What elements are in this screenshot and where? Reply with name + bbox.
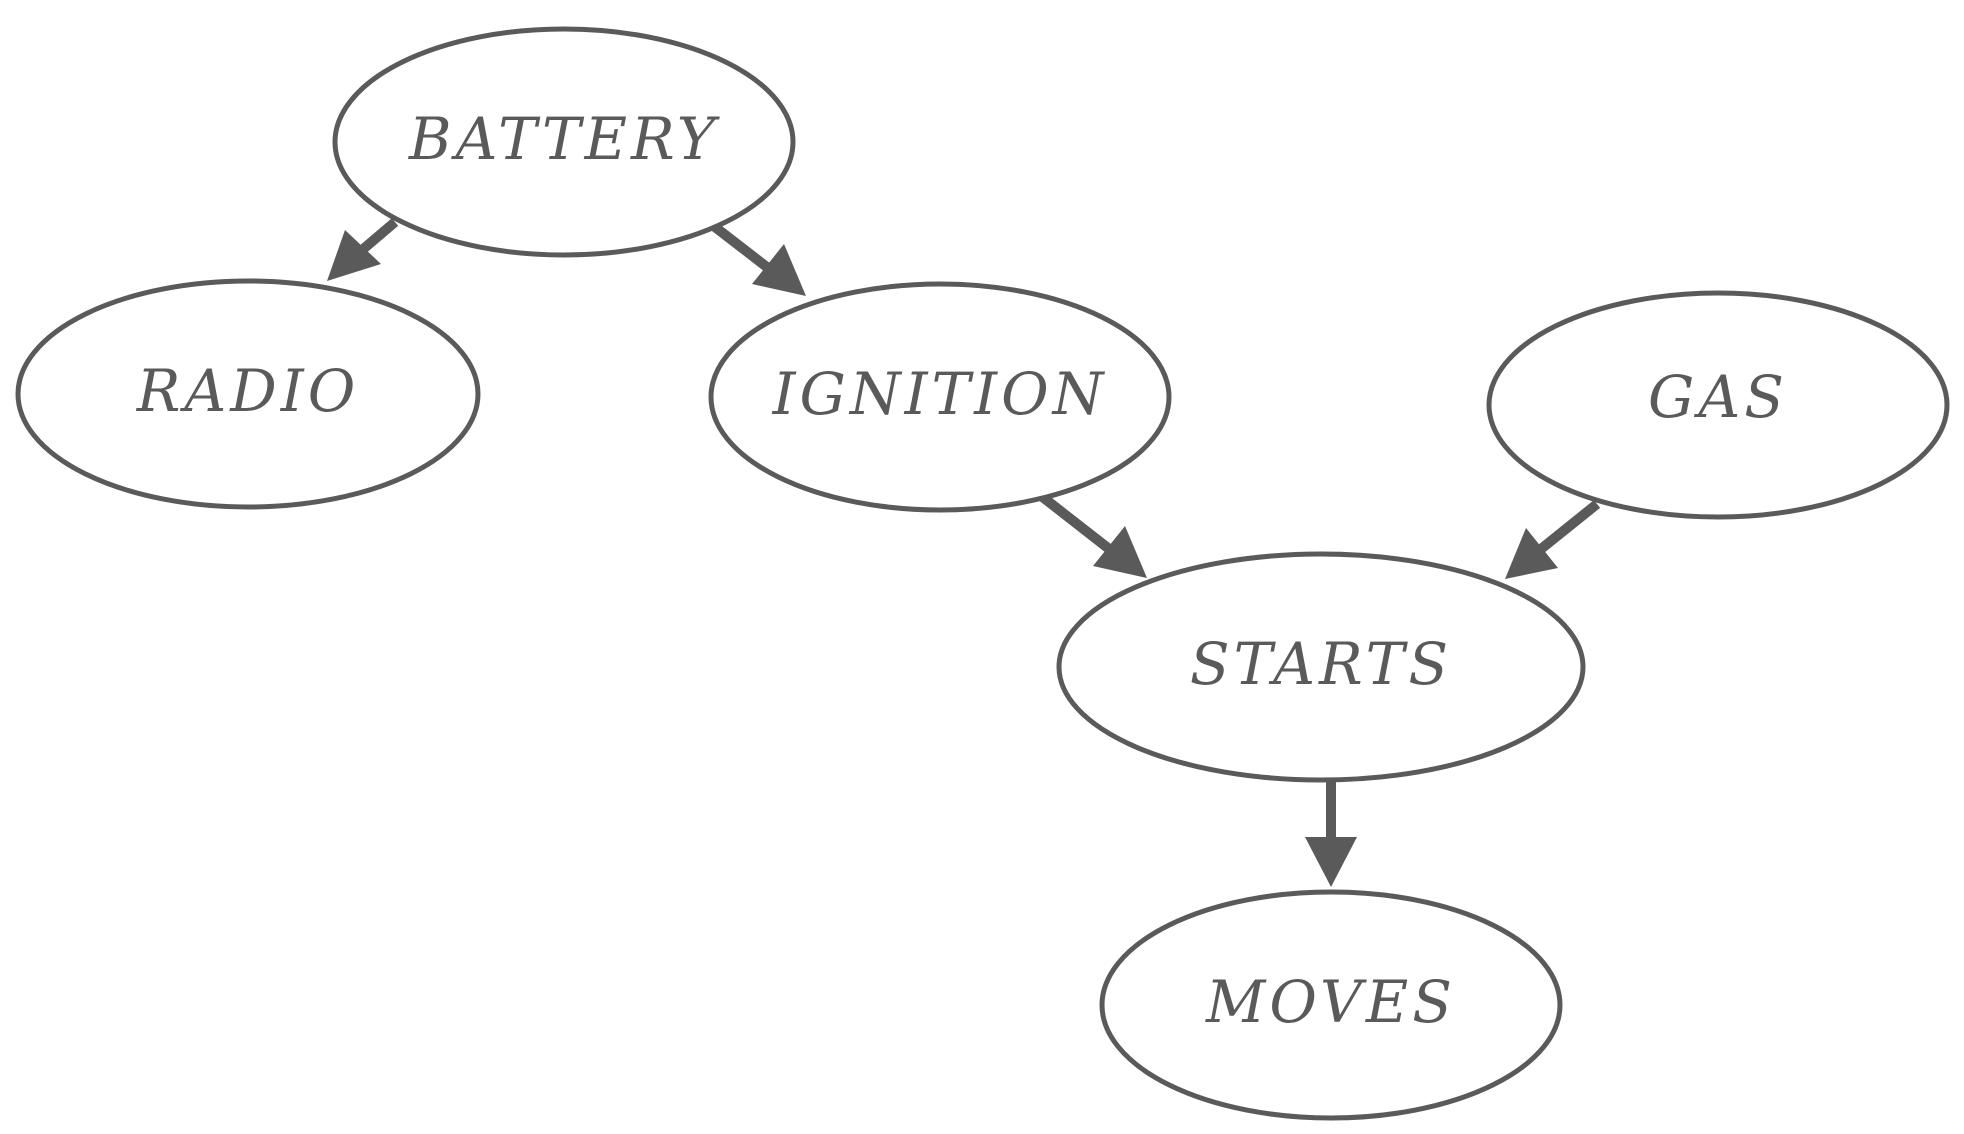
edge-battery-ignition [711, 223, 806, 296]
edge-battery-radio [327, 218, 399, 281]
node-radio: RADIO [15, 278, 481, 510]
node-label-ignition: IGNITION [772, 360, 1108, 428]
node-label-starts: STARTS [1190, 630, 1452, 698]
node-label-gas: GAS [1648, 363, 1788, 431]
node-label-radio: RADIO [136, 357, 360, 425]
node-battery: BATTERY [332, 26, 796, 258]
edge-starts-moves [1305, 781, 1357, 887]
edge-ignition-starts [1036, 491, 1147, 578]
node-gas: GAS [1486, 290, 1950, 520]
node-label-battery: BATTERY [408, 105, 720, 173]
node-starts: STARTS [1056, 551, 1586, 783]
edges [327, 218, 1601, 887]
node-label-moves: MOVES [1205, 968, 1456, 1036]
node-moves: MOVES [1099, 889, 1563, 1121]
node-ignition: IGNITION [708, 281, 1172, 513]
edge-gas-starts [1505, 500, 1601, 579]
